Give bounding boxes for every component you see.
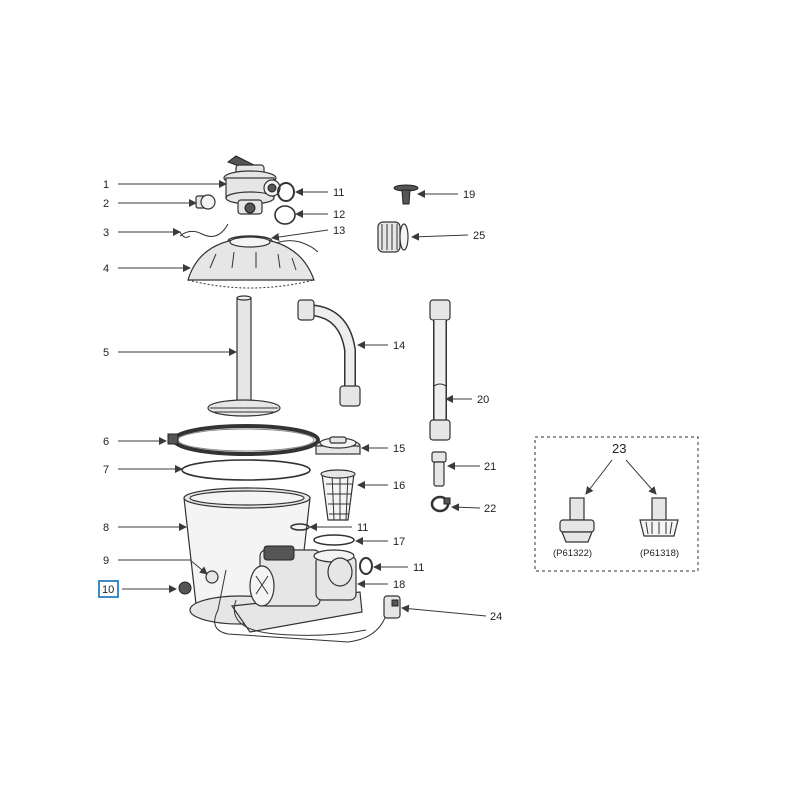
callout-14: 14 [393, 340, 405, 352]
tank-clamp-ring-part [167, 424, 320, 456]
callout-17: 17 [393, 536, 405, 548]
callout-21: 21 [484, 461, 496, 473]
callout-11-mid: 11 [357, 522, 368, 534]
callout-11-pump: 11 [413, 562, 424, 574]
o-ring-7-part [181, 459, 311, 481]
callout-19: 19 [463, 189, 475, 201]
callout-12: 12 [333, 209, 345, 221]
hose-20-part [429, 299, 451, 441]
callout-6: 6 [103, 436, 109, 448]
strainer-basket-part [320, 469, 356, 521]
clamp-half-part [179, 223, 229, 238]
highlight-box-10 [98, 580, 119, 598]
union-nut-25-part [377, 221, 409, 253]
o-ring-17-part [313, 534, 355, 546]
leader-lines [118, 180, 657, 617]
callout-10: 10 [102, 584, 114, 596]
variant-code-right: (P61318) [640, 548, 679, 559]
callout-1: 1 [103, 179, 109, 191]
connector-21-part [431, 451, 447, 487]
clamp-right-part [269, 240, 319, 253]
callout-22: 22 [484, 503, 496, 515]
callout-16: 16 [393, 480, 405, 492]
filter-dome-part [187, 236, 315, 289]
hose-14-part [297, 299, 361, 407]
o-ring-11-pump-part [359, 557, 373, 575]
callout-15: 15 [393, 443, 405, 455]
o-ring-11-top-part [277, 182, 295, 202]
callout-9: 9 [103, 555, 109, 567]
callout-4: 4 [103, 263, 109, 275]
callout-5: 5 [103, 347, 109, 359]
pressure-gauge-part [195, 194, 216, 210]
callout-18: 18 [393, 579, 405, 591]
callout-13: 13 [333, 225, 345, 237]
multiport-valve-part [223, 155, 281, 215]
callout-23: 23 [612, 441, 626, 456]
power-cord-24-part [214, 569, 401, 643]
drain-cap-10-part [178, 581, 192, 595]
variant-code-left: (P61322) [553, 548, 592, 559]
adapter-a-part [559, 497, 595, 543]
callout-24: 24 [490, 611, 502, 623]
callout-11-top: 11 [333, 187, 344, 199]
callout-8: 8 [103, 522, 109, 534]
callout-labels: 1 2 3 4 5 6 7 8 9 10 11 12 13 14 15 16 1… [102, 179, 679, 623]
adapter-b-part [639, 497, 679, 537]
drain-plug-9-part [205, 570, 219, 584]
screw-19-part [393, 184, 419, 205]
variant-box [534, 436, 699, 572]
callout-25: 25 [473, 230, 485, 242]
o-ring-12-part [274, 205, 296, 225]
lateral-assembly-part [207, 295, 281, 417]
hose-clamp-22-part [430, 495, 451, 513]
callout-3: 3 [103, 227, 109, 239]
callout-20: 20 [477, 394, 489, 406]
pump-part [230, 545, 367, 636]
strainer-lid-part [315, 436, 361, 455]
callout-2: 2 [103, 198, 109, 210]
callout-7: 7 [103, 464, 109, 476]
